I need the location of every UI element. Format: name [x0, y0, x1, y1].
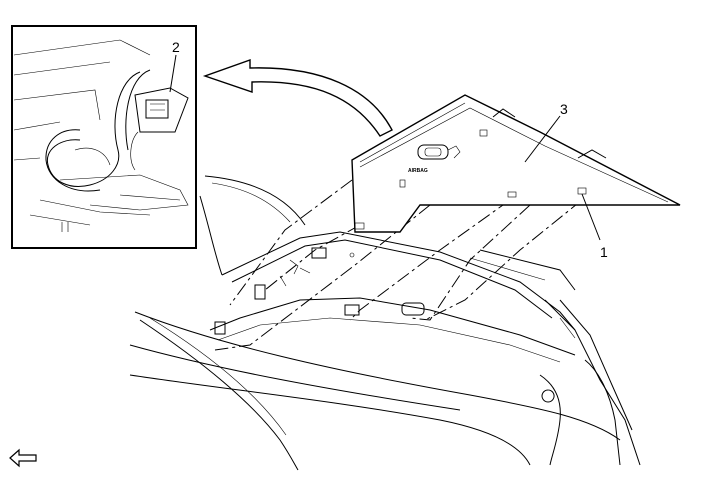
- curved-arrow: [202, 59, 393, 137]
- callout-3: 3: [560, 101, 568, 117]
- callout-1: 1: [600, 244, 608, 260]
- vehicle-body: [129, 175, 641, 471]
- airbag-label: AIRBAG: [408, 168, 428, 174]
- airbag-module: AIRBAG: [408, 144, 461, 174]
- detail-inset: [11, 25, 197, 249]
- electrical-connector: [134, 87, 189, 133]
- trim-panel: AIRBAG: [351, 94, 681, 233]
- left-arrow-icon: [9, 448, 37, 468]
- alignment-lines: [214, 179, 583, 351]
- callout-2: 2: [172, 39, 180, 55]
- leader-line-1: [581, 193, 601, 241]
- wiring-harness: [45, 69, 151, 192]
- leader-line-3: [524, 115, 561, 163]
